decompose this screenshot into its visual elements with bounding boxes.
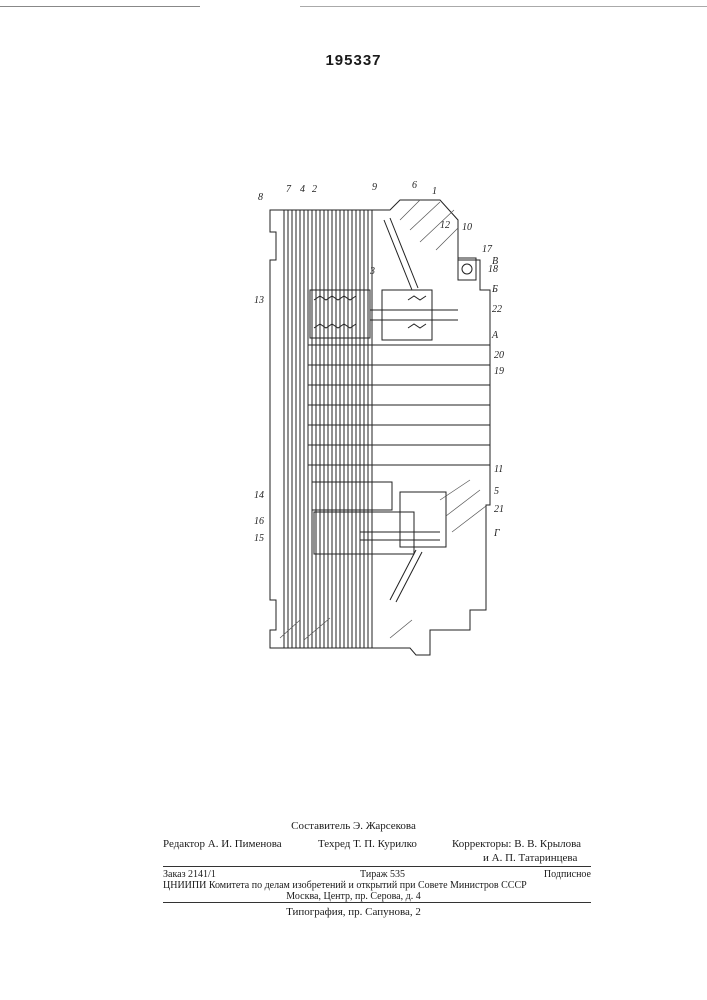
callout-left-6: 16 <box>254 516 264 527</box>
callout-right-10: 21 <box>494 504 504 515</box>
print-run: Тираж 535 <box>360 869 405 880</box>
patent-number: 195337 <box>0 52 707 69</box>
callout-left-3: 2 <box>312 184 317 195</box>
order-number: Заказ 2141/1 <box>163 869 216 880</box>
callout-top-1: 6 <box>412 180 417 191</box>
callout-right-4: 22 <box>492 304 502 315</box>
callout-right-6: 20 <box>494 350 504 361</box>
subscription-label: Подписное <box>544 869 591 880</box>
institute-line: ЦНИИПИ Комитета по делам изобретений и о… <box>163 880 527 891</box>
callout-right-11: Г <box>493 528 500 539</box>
callout-right-9: 5 <box>494 486 499 497</box>
callout-right-0: 17 <box>482 244 493 255</box>
callout-left-0: 8 <box>258 192 263 203</box>
callout-left-2: 4 <box>300 184 305 195</box>
printing-house-line: Типография, пр. Сапунова, 2 <box>0 906 707 918</box>
callout-top-0: 9 <box>372 182 377 193</box>
callout-top-3: 12 <box>440 220 450 231</box>
institute-address: Москва, Центр, пр. Серова, д. 4 <box>0 891 707 902</box>
callout-right-2: В <box>492 256 498 267</box>
callout-left-1: 7 <box>286 184 292 195</box>
compiler-line: Составитель Э. Жарсекова <box>0 820 707 832</box>
callout-top-5: 3 <box>369 266 375 277</box>
techred-credit: Техред Т. П. Курилко <box>318 838 417 850</box>
callout-top-4: 10 <box>462 222 472 233</box>
correctors-credit-continued: и А. П. Татаринцева <box>483 852 577 864</box>
editor-credit: Редактор А. И. Пименова <box>163 838 282 850</box>
top-edge-scan-line <box>0 6 707 7</box>
clutch-cross-section-drawing: 8 7 4 2 13 14 16 15 9 6 1 12 10 3 17 18 … <box>240 160 540 660</box>
correctors-credit: Корректоры: В. В. Крылова <box>452 838 581 850</box>
callout-right-8: 11 <box>494 464 503 475</box>
credits-row: Редактор А. И. Пименова Техред Т. П. Кур… <box>0 838 707 852</box>
callout-left-4: 13 <box>254 295 264 306</box>
divider-rule-bottom <box>163 902 591 903</box>
callout-right-3: Б <box>491 284 498 295</box>
callout-right-5: А <box>491 330 499 341</box>
callout-left-5: 14 <box>254 490 264 501</box>
callout-top-2: 1 <box>432 186 437 197</box>
divider-rule <box>163 866 591 867</box>
callout-left-7: 15 <box>254 533 264 544</box>
callout-right-7: 19 <box>494 366 504 377</box>
